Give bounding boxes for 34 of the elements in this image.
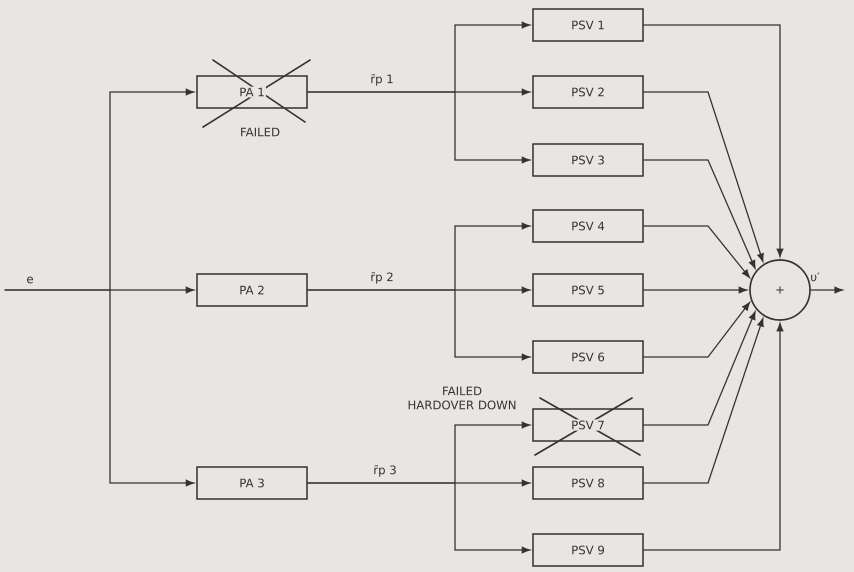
arrow: [307, 289, 530, 360]
arrow: [810, 286, 843, 294]
signal-label: r̄p 1: [371, 74, 393, 86]
block-box: PSV 4: [532, 209, 644, 243]
block-box: PA 1: [196, 75, 308, 109]
block-box: PSV 9: [532, 533, 644, 567]
signal-label: r̄p 2: [371, 272, 393, 284]
block-box: PSV 2: [532, 75, 644, 109]
block-box: PSV 7: [532, 408, 644, 442]
summing-junction: +: [749, 259, 811, 321]
arrow: [643, 311, 756, 426]
failure-note: FAILED: [241, 128, 280, 136]
block-box: PSV 6: [532, 340, 644, 374]
block-box: PA 2: [196, 273, 308, 307]
arrow: [643, 91, 764, 262]
block-box: PSV 8: [532, 466, 644, 500]
block-box: PSV 3: [532, 143, 644, 177]
arrow: [643, 159, 756, 269]
arrow: [643, 225, 750, 278]
arrow: [643, 286, 748, 294]
arrow: [4, 289, 194, 486]
arrow: [643, 24, 784, 258]
arrow: [307, 91, 530, 164]
block-box: PSV 5: [532, 273, 644, 307]
arrow: [643, 302, 750, 358]
block-box: PA 3: [196, 466, 308, 500]
arrow: [643, 318, 764, 484]
arrow: [307, 482, 530, 554]
signal-label: r̄p 3: [374, 465, 396, 477]
block-box: PSV 1: [532, 8, 644, 42]
signal-label: e: [27, 276, 33, 284]
arrow: [643, 322, 784, 551]
failure-note: FAILED HARDOVER DOWN: [408, 386, 516, 410]
signal-label: υ′: [811, 272, 820, 282]
